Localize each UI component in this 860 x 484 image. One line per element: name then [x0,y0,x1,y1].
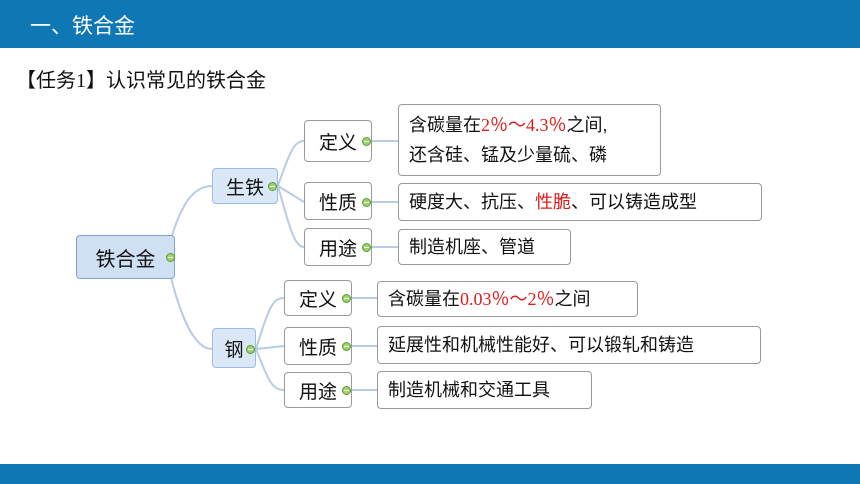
collapse-icon[interactable] [362,137,371,146]
branch-label: 生铁 [225,177,264,199]
sub-node-definition[interactable]: 定义 [284,280,352,316]
collapse-icon[interactable] [342,386,351,395]
leaf-text: 、可以铸造成型 [571,192,697,212]
slide-title: 一、铁合金 [30,14,135,38]
carbon-range: 2％～4.3％ [481,115,567,135]
collapse-icon[interactable] [362,243,371,252]
header-bar: 一、铁合金 [0,0,860,48]
root-label: 铁合金 [95,248,156,271]
sub-label: 定义 [298,289,337,311]
sub-node-properties[interactable]: 性质 [284,327,352,365]
collapse-icon[interactable] [362,198,371,207]
sub-node-uses[interactable]: 用途 [304,228,372,266]
leaf-pig-iron-definition[interactable]: 含碳量在2％～4.3％之间, 还含硅、锰及少量硫、磷 [398,104,661,176]
leaf-text: 制造机械和交通工具 [388,380,550,400]
leaf-pig-iron-uses[interactable]: 制造机座、管道 [398,229,571,265]
sub-label: 定义 [318,132,357,154]
collapse-icon[interactable] [342,342,351,351]
highlight-brittle: 性脆 [535,192,571,212]
task-label: 【任务1】认识常见的铁合金 [16,70,266,92]
leaf-steel-uses[interactable]: 制造机械和交通工具 [377,371,592,409]
sub-label: 性质 [298,337,337,359]
collapse-icon[interactable] [342,294,351,303]
leaf-line-1: 含碳量在2％～4.3％之间, [409,110,608,140]
sub-label: 用途 [318,238,357,260]
leaf-text: 之间, [566,115,608,135]
leaf-steel-properties[interactable]: 延展性和机械性能好、可以锻轧和铸造 [377,326,761,364]
leaf-text: 之间 [554,289,591,309]
leaf-text: 含碳量在 [388,289,460,309]
leaf-text: 硬度大、抗压、 [409,192,535,212]
sub-node-uses[interactable]: 用途 [284,372,352,408]
sub-label: 性质 [318,192,357,214]
carbon-range: 0.03％～2％ [460,289,555,309]
sub-label: 用途 [298,381,337,403]
branch-label: 钢 [224,339,244,361]
leaf-text: 制造机座、管道 [409,237,535,257]
collapse-icon[interactable] [268,182,277,191]
collapse-icon[interactable] [246,345,255,354]
sub-node-definition[interactable]: 定义 [304,120,372,162]
collapse-icon[interactable] [166,253,175,262]
footer-bar [0,464,860,484]
root-node-iron-alloy[interactable]: 铁合金 [76,235,175,279]
leaf-pig-iron-properties[interactable]: 硬度大、抗压、性脆、可以铸造成型 [398,183,762,221]
branch-node-pig-iron[interactable]: 生铁 [212,168,278,204]
leaf-text: 含碳量在 [409,115,481,135]
leaf-text: 延展性和机械性能好、可以锻轧和铸造 [388,335,694,355]
sub-node-properties[interactable]: 性质 [304,182,372,220]
leaf-line-2: 还含硅、锰及少量硫、磷 [409,145,607,165]
